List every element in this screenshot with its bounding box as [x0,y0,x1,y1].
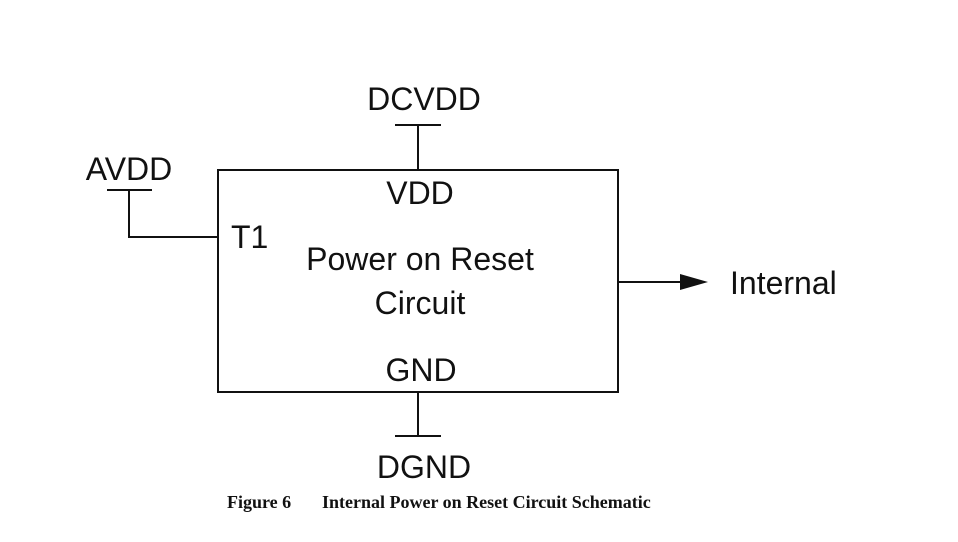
figure-number: Figure 6 [227,492,291,512]
block-title-line2: Circuit [375,285,466,321]
avdd-wire [128,190,218,238]
pin-t1-label: T1 [231,219,268,255]
pin-vdd-label: VDD [386,175,454,211]
avdd-label: AVDD [86,151,173,187]
dgnd-label: DGND [377,449,471,485]
figure-caption: Internal Power on Reset Circuit Schemati… [322,492,651,512]
output-label: Internal [730,265,837,301]
dcvdd-label: DCVDD [367,81,481,117]
pin-gnd-label: GND [385,352,456,388]
output-arrow-icon [680,274,708,290]
block-title-line1: Power on Reset [306,241,534,277]
